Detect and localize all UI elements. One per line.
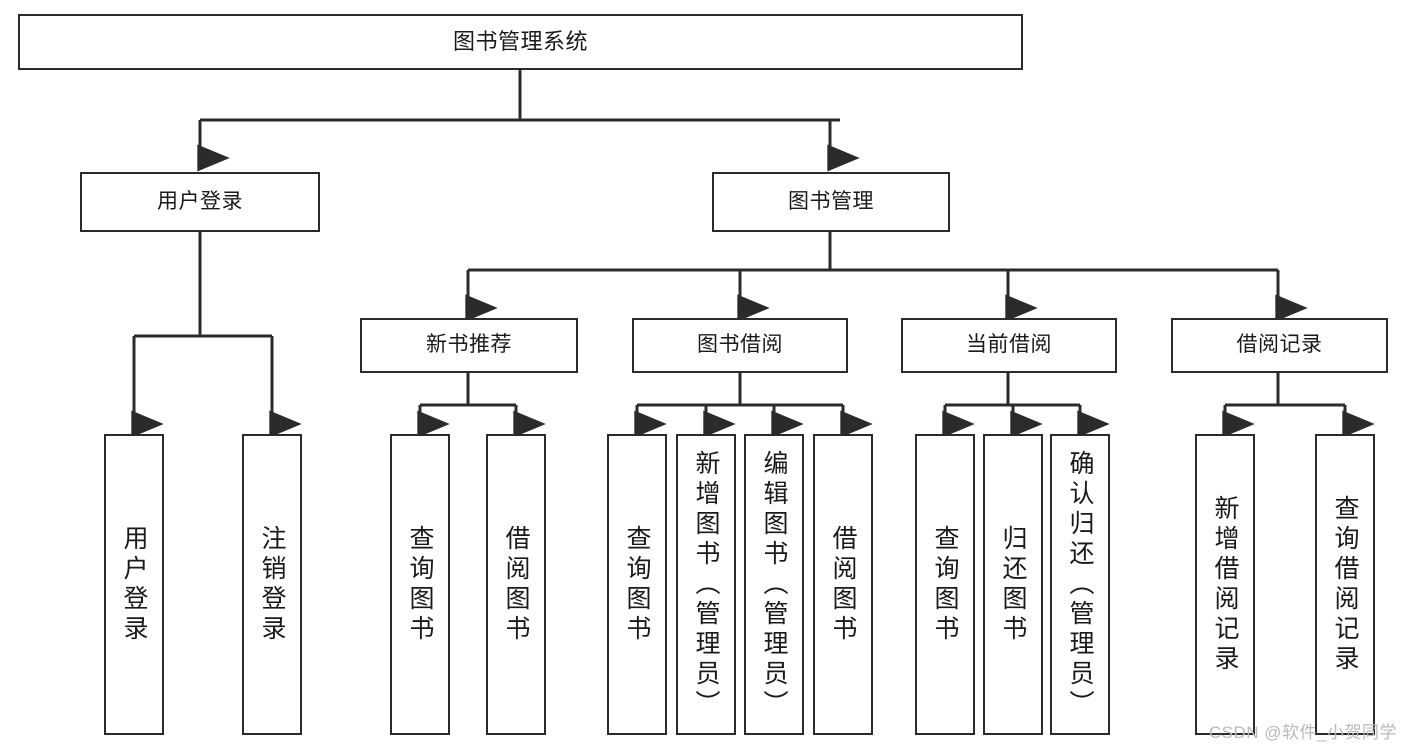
- node-leaf-add-borrow-record[interactable]: 新增借阅记录: [1195, 434, 1255, 735]
- node-user-login[interactable]: 用户登录: [80, 172, 320, 232]
- node-current-borrow[interactable]: 当前借阅: [901, 318, 1117, 373]
- node-leaf-add-book-admin[interactable]: 新增图书（管理员）: [676, 434, 736, 735]
- watermark: CSDN @软件_小贺同学: [1208, 723, 1397, 742]
- node-leaf-return-book[interactable]: 归还图书: [983, 434, 1043, 735]
- node-label: 归还图书: [999, 524, 1027, 645]
- node-leaf-user-login[interactable]: 用户登录: [104, 434, 164, 735]
- node-label: 查询图书: [406, 524, 434, 645]
- node-label: 用户登录: [120, 524, 148, 645]
- node-leaf-query-borrow-record[interactable]: 查询借阅记录: [1315, 434, 1375, 735]
- node-label: 新增图书（管理员）: [692, 449, 720, 720]
- node-leaf-borrow-book[interactable]: 借阅图书: [813, 434, 873, 735]
- node-leaf-edit-book-admin[interactable]: 编辑图书（管理员）: [744, 434, 804, 735]
- node-label: 新增借阅记录: [1211, 494, 1239, 675]
- node-book-borrow[interactable]: 图书借阅: [632, 318, 848, 373]
- node-leaf-query-book-borrow[interactable]: 查询图书: [607, 434, 667, 735]
- node-leaf-borrow-book-recommend[interactable]: 借阅图书: [486, 434, 546, 735]
- node-label: 编辑图书（管理员）: [760, 449, 788, 720]
- node-label: 图书管理: [788, 189, 874, 213]
- node-new-book-recommend[interactable]: 新书推荐: [360, 318, 578, 373]
- node-leaf-confirm-return-admin[interactable]: 确认归还（管理员）: [1050, 434, 1110, 735]
- node-label: 查询图书: [623, 524, 651, 645]
- node-label: 注销登录: [258, 524, 286, 645]
- node-label: 新书推荐: [426, 333, 512, 357]
- node-label: 确认归还（管理员）: [1066, 449, 1094, 720]
- node-label: 查询图书: [931, 524, 959, 645]
- node-label: 借阅图书: [829, 524, 857, 645]
- node-leaf-query-book-recommend[interactable]: 查询图书: [390, 434, 450, 735]
- node-label: 借阅记录: [1236, 333, 1323, 357]
- node-label: 图书管理系统: [452, 29, 588, 55]
- node-label: 借阅图书: [502, 524, 530, 645]
- node-borrow-record[interactable]: 借阅记录: [1171, 318, 1388, 373]
- node-leaf-query-book-current[interactable]: 查询图书: [915, 434, 975, 735]
- node-label: 查询借阅记录: [1331, 494, 1359, 675]
- node-label: 用户登录: [157, 189, 243, 213]
- node-book-management-system[interactable]: 图书管理系统: [18, 14, 1023, 70]
- node-book-management[interactable]: 图书管理: [712, 172, 950, 232]
- node-label: 当前借阅: [966, 333, 1052, 357]
- node-label: 图书借阅: [697, 333, 783, 357]
- node-leaf-user-logout[interactable]: 注销登录: [242, 434, 302, 735]
